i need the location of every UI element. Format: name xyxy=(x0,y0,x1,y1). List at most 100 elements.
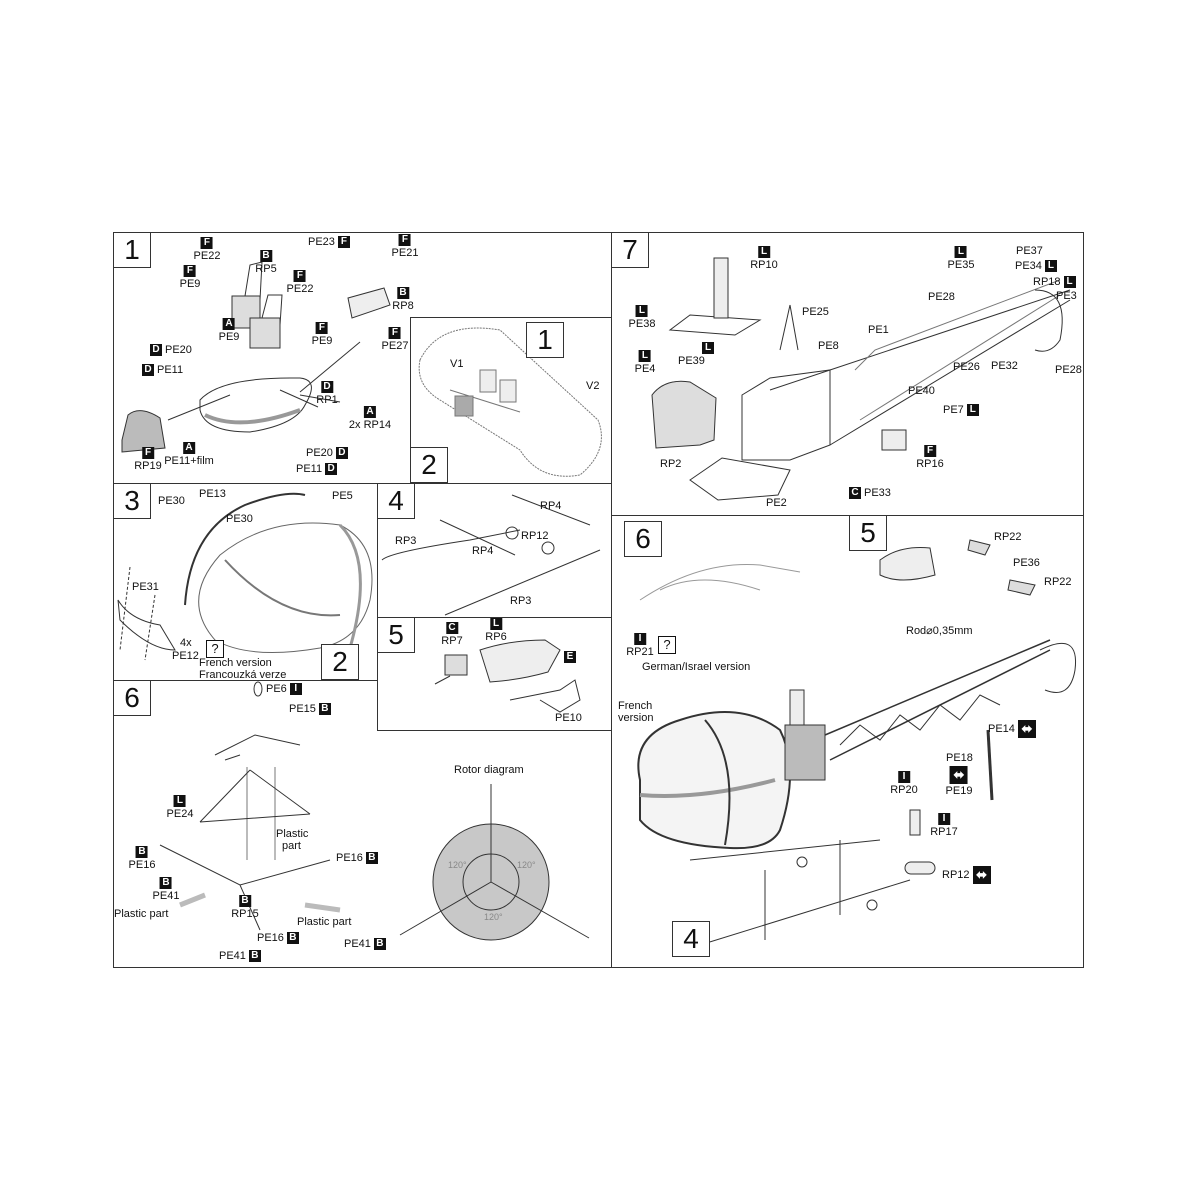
part-number: PE11+film xyxy=(164,455,214,467)
part-number: PE16 xyxy=(257,932,284,944)
part-number: version xyxy=(618,712,654,724)
part-number: PE11 xyxy=(296,463,323,475)
part-number: PE22 xyxy=(286,283,314,295)
part-number: RP22 xyxy=(994,531,1022,543)
double-arrow-badge-icon: ⬌ xyxy=(972,866,991,884)
final-part-label: ? xyxy=(658,636,676,654)
panel7-part-label: PE28 xyxy=(928,291,955,303)
final-ref-step-6: 6 xyxy=(624,521,662,557)
part-number: PE16 xyxy=(128,859,156,871)
inset-label-v1: V1 xyxy=(450,358,464,370)
panel7-part-label: L xyxy=(702,342,714,354)
panel7-part-label: PE40 xyxy=(908,385,935,397)
sprue-letter-badge: B xyxy=(248,950,261,962)
final-part-label: RP12⬌ xyxy=(942,866,991,884)
rotor-angle-label: 120° xyxy=(448,860,467,870)
cockpit-floor-drawing xyxy=(121,261,391,453)
sprue-letter-badge: B xyxy=(159,877,172,889)
part-number: PE30 xyxy=(226,513,253,525)
panel3-part-label: PE5 xyxy=(332,490,353,502)
panel5-part-label: E xyxy=(564,651,576,663)
part-number: PE19 xyxy=(945,785,973,797)
part-number: PE8 xyxy=(818,340,839,352)
sprue-letter-badge: D xyxy=(325,463,338,475)
panel7-part-label: PE26 xyxy=(953,361,980,373)
panel7-part-label: PE2 xyxy=(766,497,787,509)
step-number-3: 3 xyxy=(113,483,151,519)
part-number: RP19 xyxy=(134,460,162,472)
sprue-letter-badge: A xyxy=(222,318,235,330)
step-number-7: 7 xyxy=(611,232,649,268)
part-number: PE2 xyxy=(766,497,787,509)
panel7-part-label: PE1 xyxy=(868,324,889,336)
part-number: PE20 xyxy=(306,447,333,459)
final-part-label: RP22 xyxy=(1044,576,1072,588)
sprue-letter-badge: L xyxy=(490,618,502,630)
sprue-letter-badge: D xyxy=(335,447,348,459)
part-number: 2x RP14 xyxy=(348,419,392,431)
part-number: PE3 xyxy=(1056,290,1077,302)
panel7-part-label: PE28 xyxy=(1055,364,1082,376)
engine-drawing xyxy=(434,639,581,713)
rotor-diagram xyxy=(399,784,590,941)
rotor-angle-label: 120° xyxy=(484,912,503,922)
sprue-letter-badge: I xyxy=(634,633,646,645)
sprue-letter-badge: C xyxy=(849,487,861,499)
part-number: PE27 xyxy=(381,340,409,352)
part-number: PE20 xyxy=(165,344,192,356)
part-number: PE6 xyxy=(266,683,287,695)
part-number: PE28 xyxy=(928,291,955,303)
panel4-part-label: RP3 xyxy=(510,595,531,607)
sprue-letter-badge: F xyxy=(337,236,350,248)
part-number: PE10 xyxy=(555,712,582,724)
panel6-part-label: Plastic xyxy=(276,828,308,840)
panel3-ref-step-2: 2 xyxy=(321,644,359,680)
sprue-letter-badge: I xyxy=(289,683,302,695)
part-number: RP8 xyxy=(392,300,414,312)
part-number: PE13 xyxy=(199,488,226,500)
panel3-part-label: ? xyxy=(206,640,224,658)
sprue-letter-badge: F xyxy=(924,445,936,457)
skids-drawing xyxy=(381,494,601,616)
rotor-diagram-title: Rotor diagram xyxy=(454,764,524,776)
part-number: PE38 xyxy=(628,318,656,330)
sprue-letter-badge: D xyxy=(150,344,162,356)
sprue-letter-badge: L xyxy=(758,246,770,258)
panel4-part-label: RP12 xyxy=(521,530,549,542)
double-arrow-badge-icon: ⬌ xyxy=(949,766,968,784)
part-number: RP17 xyxy=(930,826,958,838)
final-ref-step-5: 5 xyxy=(849,515,887,551)
panel4-part-label: RP3 xyxy=(395,535,416,547)
sprue-letter-badge: L xyxy=(954,246,967,258)
sprue-letter-badge: C xyxy=(446,622,458,634)
sprue-letter-badge: F xyxy=(200,237,213,249)
sprue-letter-badge: B xyxy=(286,932,299,944)
part-number: PE25 xyxy=(802,306,829,318)
part-number: PE41 xyxy=(152,890,180,902)
part-number: RP12 xyxy=(942,869,970,881)
part-number: RP12 xyxy=(521,530,549,542)
panel3-part-label: 4x xyxy=(180,637,192,649)
sprue-letter-badge: L xyxy=(1044,260,1057,272)
part-number: PE11 xyxy=(157,364,184,376)
inset-cockpit-drawing xyxy=(418,327,602,477)
